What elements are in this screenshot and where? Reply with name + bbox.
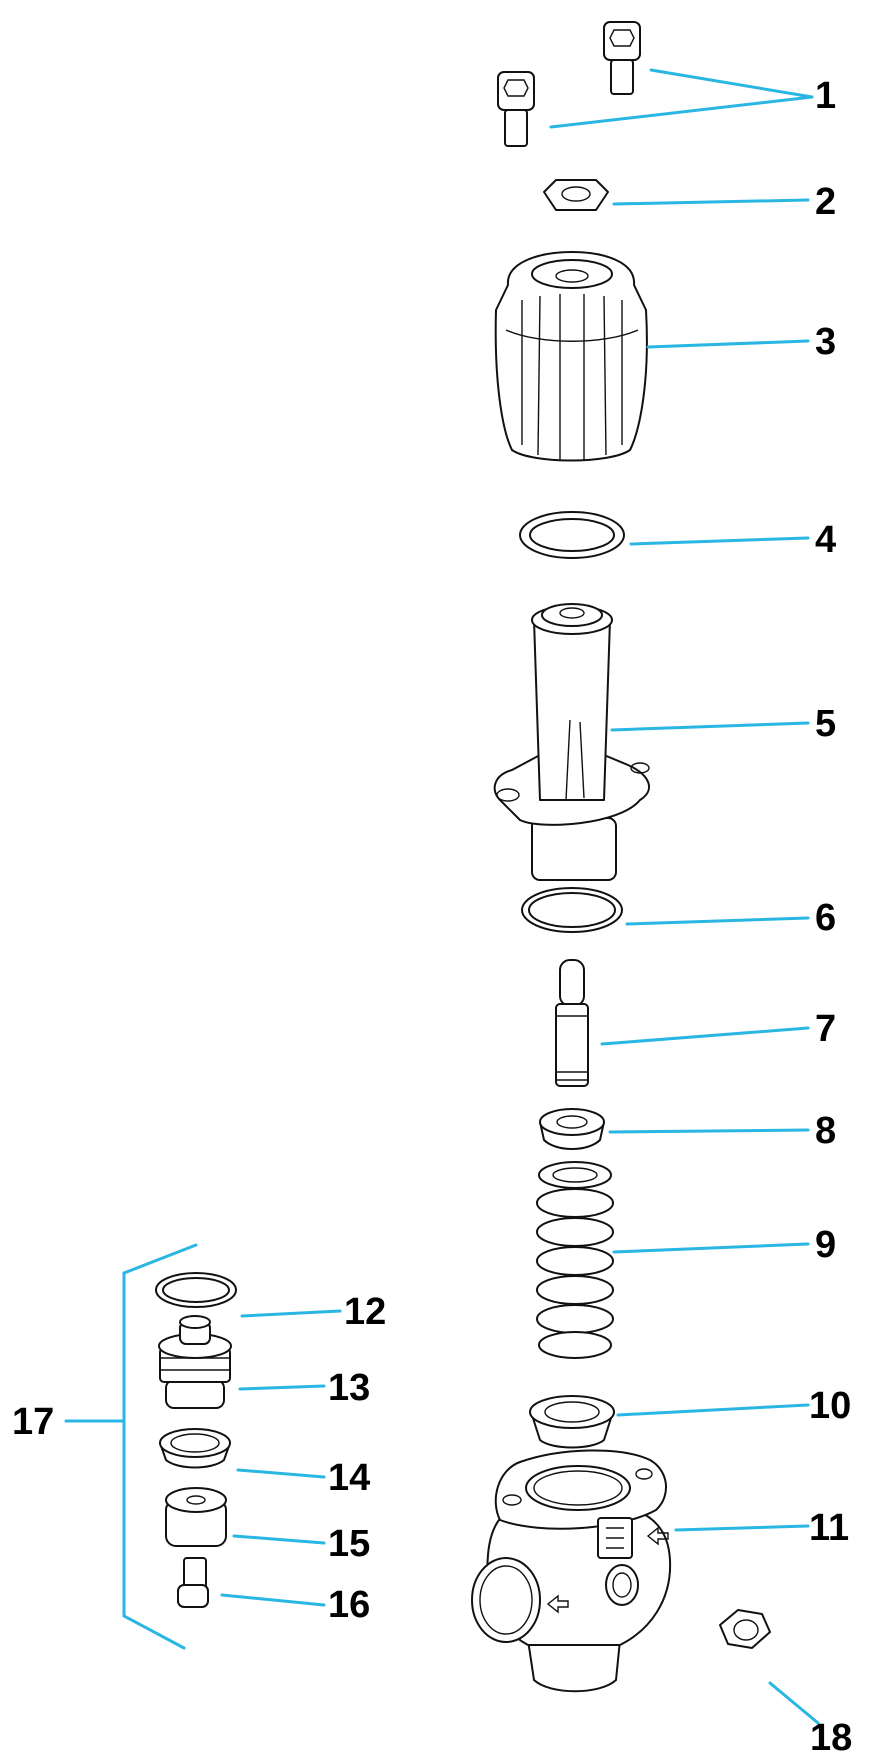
leader-2 [612,198,810,206]
label-1: 1 [815,75,836,117]
label-16: 16 [328,1584,370,1626]
label-18: 18 [810,1717,852,1759]
leader-4 [629,536,810,546]
leader-1b [549,95,814,129]
leader-10 [616,1403,810,1417]
leader-16 [220,1593,326,1607]
part-18-small-nut [719,1609,771,1649]
label-17: 17 [12,1401,54,1443]
part-13-valve-insert [158,1315,232,1409]
label-8: 8 [815,1110,836,1152]
leader-9 [612,1242,810,1254]
part-9-spring [536,1161,614,1359]
leader-lines [220,68,820,1725]
leader-3 [646,339,810,349]
leader-8 [608,1128,810,1134]
part-4-o-ring [519,511,625,559]
assembly-17-bracket [64,1243,198,1650]
leader-14 [236,1468,326,1479]
part-1-screw-right [603,21,641,95]
leader-6 [625,916,810,926]
label-3: 3 [815,321,836,363]
leader-12 [240,1309,342,1318]
label-9: 9 [815,1224,836,1266]
callout-labels: 1 2 3 4 5 6 7 8 9 10 11 12 13 14 15 16 1… [12,75,852,1759]
part-10-seat [529,1395,615,1449]
part-15-cup [165,1487,227,1547]
leader-7 [600,1026,810,1046]
label-12: 12 [344,1291,386,1333]
leader-5 [610,721,810,732]
part-16-small-screw [177,1557,209,1608]
label-4: 4 [815,519,836,561]
label-14: 14 [328,1457,370,1499]
part-2-nut [543,179,609,211]
leader-1a [649,68,814,99]
label-6: 6 [815,897,836,939]
part-11-lower-body [471,1449,672,1693]
part-8-spring-cup [539,1108,605,1150]
leader-15 [232,1534,326,1545]
leader-13 [238,1384,326,1391]
label-11: 11 [809,1507,849,1549]
leader-11 [674,1524,810,1532]
part-5-housing [493,603,651,881]
part-6-o-ring [521,887,623,933]
part-14-seal-ring [159,1428,231,1469]
label-10: 10 [809,1385,851,1427]
label-7: 7 [815,1008,836,1050]
leader-18 [768,1681,820,1725]
part-3-knob [494,251,648,462]
label-2: 2 [815,181,836,223]
label-13: 13 [328,1367,370,1409]
label-5: 5 [815,703,836,745]
part-1-screw-left [497,71,535,147]
label-15: 15 [328,1523,370,1565]
part-12-o-ring [155,1272,237,1308]
part-7-pin [555,959,589,1087]
